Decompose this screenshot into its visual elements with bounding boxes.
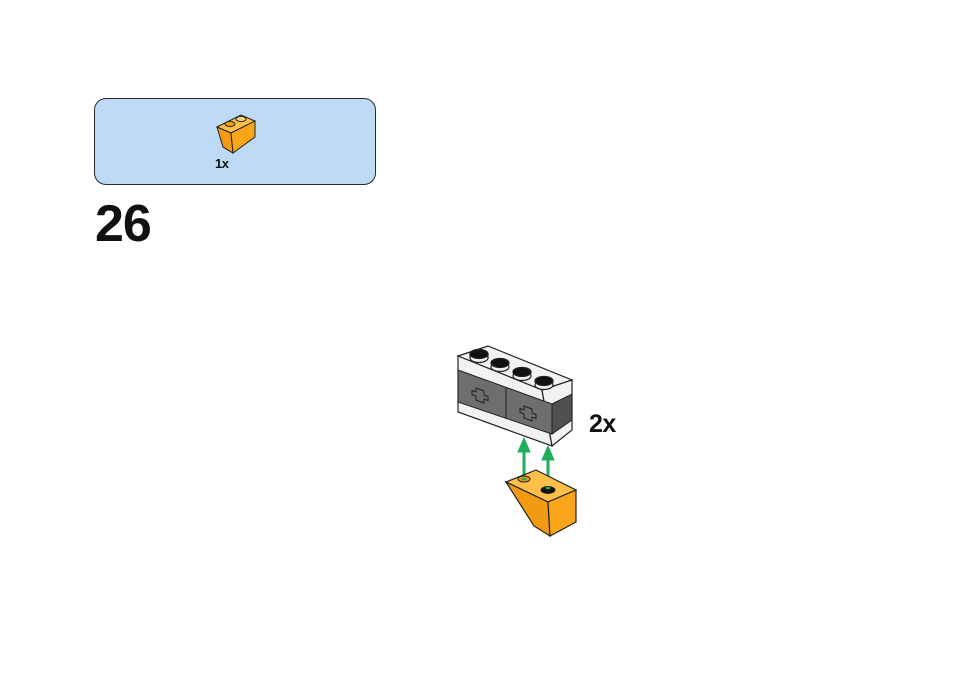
orange-inverted-slope-brick-icon <box>215 114 257 154</box>
part-quantity-label: 1x <box>215 156 229 171</box>
technic-brick-1x4 <box>456 345 574 448</box>
subassembly-illustration <box>456 345 578 538</box>
subassembly-quantity-label: 2x <box>589 410 616 438</box>
step-number: 26 <box>95 195 152 253</box>
parts-callout-panel: 1x <box>94 98 376 185</box>
insertion-arrows <box>517 436 555 488</box>
orange-inverted-slope-brick <box>504 469 578 538</box>
